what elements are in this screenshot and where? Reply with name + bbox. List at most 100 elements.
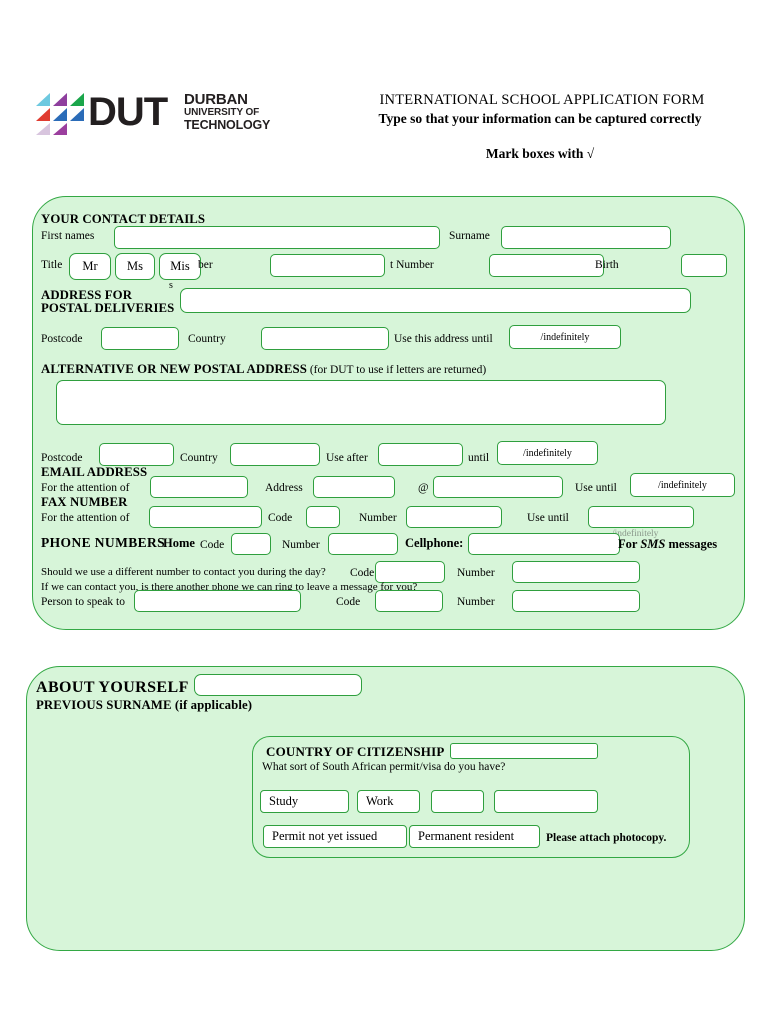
person-to-speak-to-input[interactable] [134, 590, 301, 612]
fax-use-until-input[interactable] [588, 506, 694, 528]
attach-photocopy-note: Please attach photocopy. [546, 832, 667, 844]
alternative-address-input[interactable] [56, 380, 666, 425]
form-title: INTERNATIONAL SCHOOL APPLICATION FORM [379, 92, 705, 108]
sms-note-italic: SMS [640, 537, 666, 551]
country-input[interactable] [261, 327, 389, 350]
email-at-symbol: @ [418, 482, 429, 494]
fax-attention-label: For the attention of [41, 512, 130, 524]
fax-number-input[interactable] [406, 506, 502, 528]
cellphone-label: Cellphone: [405, 536, 464, 550]
visa-option-other-2[interactable] [494, 790, 598, 813]
surname-label: Surname [449, 230, 490, 242]
alt-postcode-input[interactable] [99, 443, 174, 466]
sms-note: For SMS messages [618, 537, 717, 552]
title-option-ms[interactable]: Ms [115, 253, 155, 280]
person-number-input[interactable] [512, 590, 640, 612]
phone-number-label: Number [282, 539, 320, 551]
visa-option-permit-not-yet-issued[interactable]: Permit not yet issued [263, 825, 407, 848]
visa-option-work[interactable]: Work [357, 790, 420, 813]
day-code-input[interactable] [375, 561, 445, 583]
use-address-until-label: Use this address until [394, 333, 493, 345]
day-number-input[interactable] [512, 561, 640, 583]
about-yourself-heading: ABOUT YOURSELF [36, 679, 189, 696]
email-use-until-input[interactable]: /indefinitely [630, 473, 735, 497]
fax-attention-input[interactable] [149, 506, 262, 528]
number-input[interactable] [270, 254, 385, 277]
person-number-label: Number [457, 596, 495, 608]
surname-input[interactable] [501, 226, 671, 249]
cellphone-input[interactable] [468, 533, 620, 555]
phone-code-label: Code [200, 539, 225, 551]
day-contact-question: Should we use a different number to cont… [41, 566, 326, 578]
logo-tile-3 [70, 93, 84, 106]
alt-country-label: Country [180, 452, 218, 464]
dut-logo: DUT DURBAN UNIVERSITY OF TECHNOLOGY [36, 90, 270, 138]
title-option-mr[interactable]: Mr [69, 253, 111, 280]
fax-number-label: Number [359, 512, 397, 524]
phone-numbers-heading: PHONE NUMBERS [41, 535, 166, 550]
postal-address-heading-line1: ADDRESS FOR [41, 288, 133, 302]
phone-number-input[interactable] [328, 533, 398, 555]
sms-note-prefix: For [618, 537, 641, 551]
fax-use-until-label: Use until [527, 512, 569, 524]
fax-number-heading: FAX NUMBER [41, 495, 128, 509]
visa-option-other-1[interactable] [431, 790, 484, 813]
citizenship-country-input[interactable] [450, 743, 598, 759]
use-after-input[interactable] [378, 443, 463, 466]
postal-address-input[interactable] [180, 288, 691, 313]
logo-tile-7 [53, 123, 67, 135]
logo-wordmark: DURBAN UNIVERSITY OF TECHNOLOGY [184, 91, 271, 132]
logo-word-durban: DURBAN [184, 91, 248, 108]
logo-tile-2 [53, 93, 67, 106]
email-attention-label: For the attention of [41, 482, 130, 494]
postal-address-heading-line2: POSTAL DELIVERIES [41, 301, 175, 315]
phone-code-input[interactable] [231, 533, 271, 555]
email-address-heading: EMAIL ADDRESS [41, 465, 148, 479]
day-number-label: Number [457, 567, 495, 579]
country-label: Country [188, 333, 226, 345]
use-after-label: Use after [326, 452, 368, 464]
until-label: until [468, 452, 490, 464]
email-address-input[interactable] [313, 476, 395, 498]
visa-option-study[interactable]: Study [260, 790, 349, 813]
phone-ghost-indefinitely: /indefinitely [612, 529, 659, 539]
alt-country-input[interactable] [230, 443, 320, 466]
email-address-label: Address [265, 482, 303, 494]
person-to-speak-to-label: Person to speak to [41, 596, 126, 608]
birth-label: Birth [595, 259, 619, 271]
postcode-input[interactable] [101, 327, 179, 350]
birth-input[interactable] [681, 254, 727, 277]
citizenship-heading: COUNTRY OF CITIZENSHIP [266, 744, 445, 759]
use-address-until-input[interactable]: /indefinitely [509, 325, 621, 349]
logo-word-technology: TECHNOLOGY [184, 118, 271, 132]
logo-acronym: DUT [88, 90, 168, 134]
logo-tile-4 [36, 108, 50, 121]
first-names-input[interactable] [114, 226, 440, 249]
logo-tile-1 [36, 93, 50, 106]
visa-option-permanent-resident[interactable]: Permanent resident [409, 825, 540, 848]
alternative-address-heading-bold: ALTERNATIVE OR NEW POSTAL ADDRESS [41, 362, 307, 376]
previous-surname-label: PREVIOUS SURNAME (if applicable) [36, 698, 253, 712]
logo-triangle-tiles [36, 93, 84, 135]
person-code-input[interactable] [375, 590, 443, 612]
title-option-miss[interactable]: Mis [159, 253, 201, 280]
alternative-address-heading-note: (for DUT to use if letters are returned) [306, 364, 487, 376]
fax-code-input[interactable] [306, 506, 340, 528]
form-subtitle: Type so that your information can be cap… [378, 111, 702, 126]
student-number-input[interactable] [489, 254, 604, 277]
previous-surname-input[interactable] [194, 674, 362, 696]
email-domain-input[interactable] [433, 476, 563, 498]
mark-boxes-instruction: Mark boxes with √ [485, 146, 595, 161]
alt-until-input[interactable]: /indefinitely [497, 441, 598, 465]
number-label-fragment: ber [198, 259, 213, 271]
day-code-label: Code [350, 567, 375, 579]
sms-note-suffix: messages [665, 537, 718, 551]
alternative-address-heading: ALTERNATIVE OR NEW POSTAL ADDRESS (for D… [41, 360, 486, 378]
logo-tile-6 [70, 108, 84, 121]
person-code-label: Code [336, 596, 361, 608]
email-attention-input[interactable] [150, 476, 248, 498]
first-names-label: First names [41, 230, 95, 242]
logo-tile-5 [53, 108, 67, 121]
contact-details-heading: YOUR CONTACT DETAILS [41, 212, 206, 226]
